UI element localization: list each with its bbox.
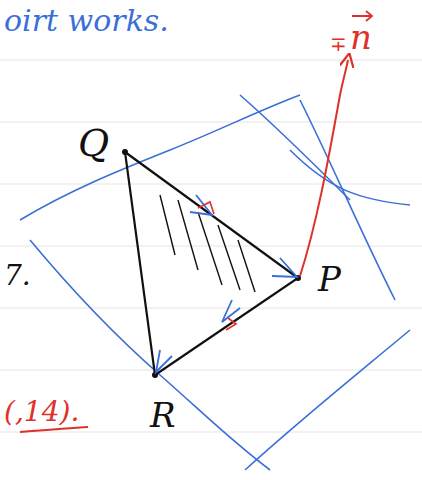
vertex-dots (122, 149, 301, 378)
triangle (125, 152, 298, 375)
hatching (160, 195, 255, 292)
orientation-arrows (156, 195, 297, 372)
sign-symbol: ∓ (330, 34, 347, 54)
underline (20, 427, 88, 432)
note-text: 7. (4, 262, 31, 290)
ruled-lines (0, 60, 422, 432)
vector-label: n (350, 20, 372, 54)
vertex-label: Q (78, 124, 109, 162)
normal-vector (300, 60, 348, 276)
red-marks (198, 202, 236, 330)
vertex-label: R (150, 398, 176, 432)
vertex-label: P (318, 262, 341, 296)
equation-number: (,14). (4, 398, 79, 426)
note-text: oirt works. (4, 6, 169, 36)
